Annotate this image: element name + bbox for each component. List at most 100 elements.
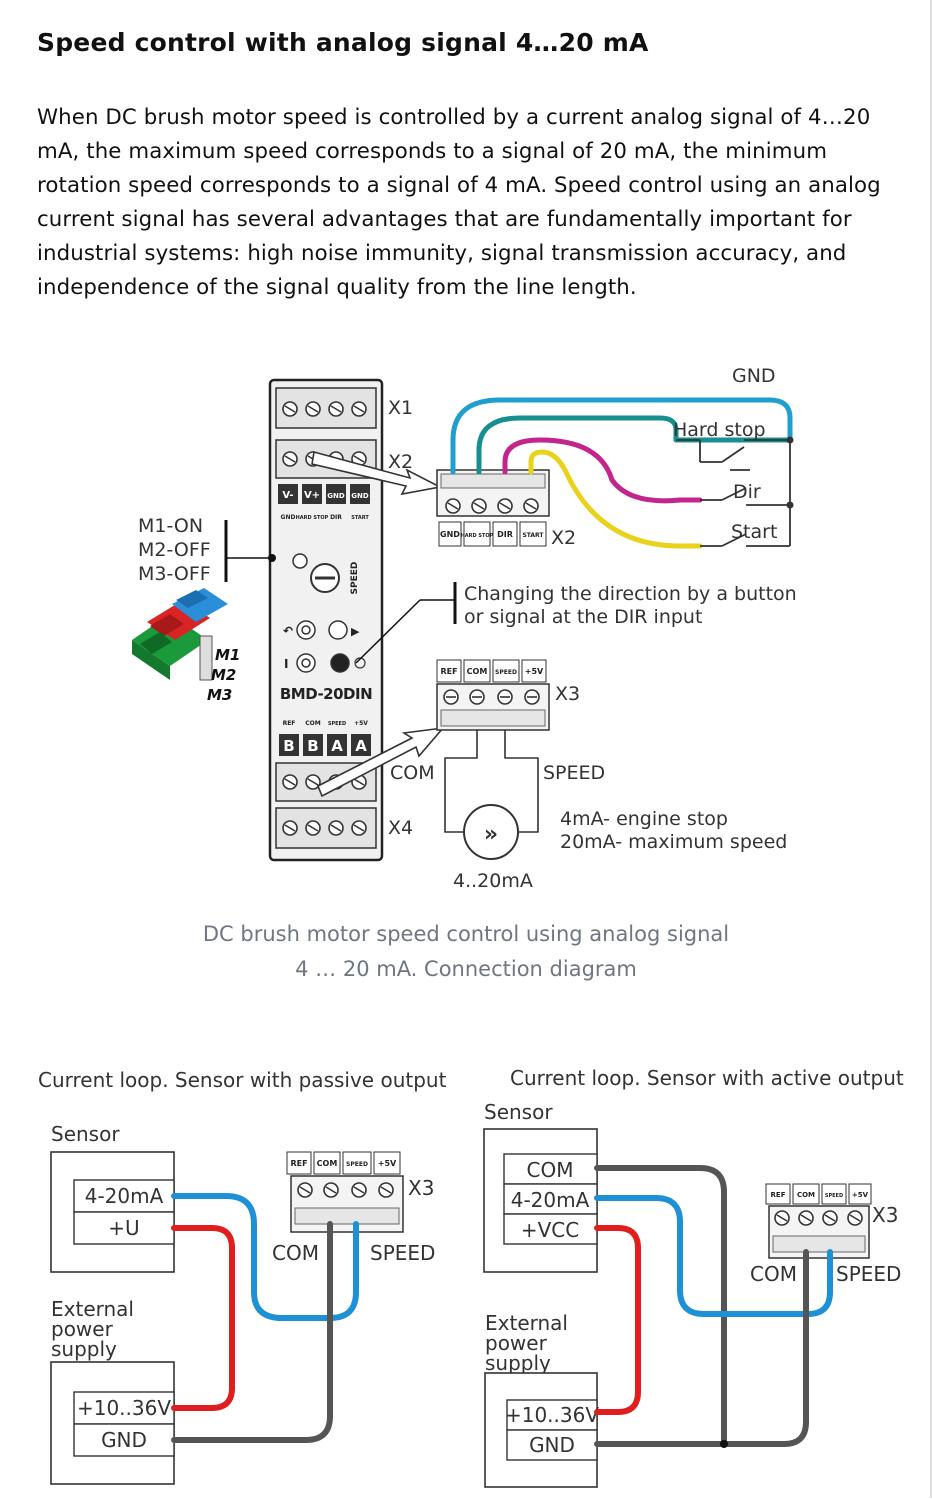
x2-pin-hard-stop: HARD STOP — [461, 533, 494, 539]
passive-supply-pin-v: +10..36V — [77, 1396, 171, 1420]
active-speed-label: SPEED — [836, 1262, 901, 1286]
x3-connector: REF COM SPEED +5V X3 — [436, 659, 580, 731]
main-connection-diagram: V- V+ GND GND GND HARD STOP DIR START SP… — [132, 365, 797, 892]
range-note-line2: 20mA- maximum speed — [560, 831, 787, 853]
figure-caption-line1: DC brush motor speed control using analo… — [202, 922, 730, 946]
active-signal-wire — [594, 1195, 833, 1317]
double-chevron-icon: » — [484, 822, 498, 847]
bmd-20din-device: V- V+ GND GND GND HARD STOP DIR START SP… — [268, 378, 384, 862]
device-x3-sublabel-1: REF — [283, 720, 296, 727]
gnd-wire-label: GND — [732, 365, 776, 387]
device-x2-label-1: V- — [282, 490, 293, 501]
switch-setting-m3: M3-OFF — [138, 563, 211, 585]
device-x2-sublabel-4: START — [351, 515, 369, 521]
passive-output-diagram: Current loop. Sensor with passive output… — [38, 1068, 447, 1485]
device-x3-sublabel-2: COM — [305, 720, 321, 727]
gnd-wire — [450, 397, 793, 475]
dir-wire — [502, 437, 703, 504]
passive-supply-wire — [171, 1225, 235, 1411]
active-supply-pin-gnd: GND — [529, 1433, 575, 1457]
active-output-diagram: Current loop. Sensor with active output … — [483, 1066, 904, 1488]
active-x3-connector: REF COM SPEED +5V X3 — [765, 1183, 898, 1259]
active-diagram-title: Current loop. Sensor with active output — [510, 1066, 904, 1090]
dir-label: Dir — [733, 481, 761, 503]
passive-x3-pin-5v: +5V — [378, 1159, 397, 1168]
device-x2-label-3: GND — [327, 492, 345, 500]
current-source-label: 4..20mA — [453, 870, 533, 892]
device-x2-sublabel-2: HARD STOP — [296, 515, 329, 521]
com-loop-wire — [444, 729, 478, 833]
passive-x3-pin-speed: SPEED — [346, 1161, 368, 1168]
direction-note-line2: or signal at the DIR input — [464, 606, 702, 628]
device-x3-label-4: A — [355, 737, 367, 755]
terminal-x4-label: X4 — [388, 817, 413, 839]
device-x3-label-2: B — [307, 737, 318, 755]
passive-supply-label-1: External — [51, 1297, 134, 1321]
x3-pin-ref: REF — [440, 667, 457, 676]
passive-signal-wire — [171, 1193, 359, 1321]
device-name: BMD-20DIN — [280, 685, 372, 703]
active-ground-junction — [720, 1440, 728, 1448]
com-loop-label: COM — [390, 762, 435, 784]
range-note-line1: 4mA- engine stop — [560, 808, 728, 830]
x2-pin-start: START — [522, 532, 544, 539]
device-x2-sublabel-3: DIR — [330, 514, 342, 521]
switch-name-m2: M2 — [211, 666, 236, 684]
switch-name-m1: M1 — [215, 646, 240, 664]
x2-connector-label: X2 — [551, 527, 576, 549]
figure-caption-line2: 4 … 20 mA. Connection diagram — [295, 957, 637, 981]
passive-diagram-title: Current loop. Sensor with passive output — [38, 1068, 447, 1092]
passive-supply-pin-gnd: GND — [101, 1428, 147, 1452]
switch-window — [292, 553, 308, 569]
active-supply-pin-v: +10..36V — [505, 1403, 599, 1427]
terminal-x2-label: X2 — [388, 451, 413, 473]
passive-supply-label-2: power — [51, 1317, 114, 1341]
active-ground-wire — [594, 1249, 809, 1447]
passive-x3-pin-com: COM — [317, 1159, 338, 1168]
passive-sensor-label: Sensor — [51, 1122, 120, 1146]
passive-x3-connector: REF COM SPEED +5V X3 — [286, 1151, 434, 1233]
x2-pin-dir: DIR — [497, 530, 513, 539]
current-source-icon — [463, 804, 519, 860]
speed-knob-label: SPEED — [350, 562, 360, 595]
zoom-arrow-x3 — [316, 726, 445, 798]
zoom-arrow-x2 — [311, 450, 443, 496]
play-pause-icon: ▶︎ — [351, 625, 360, 638]
x3-pin-com: COM — [467, 667, 488, 676]
reverse-icon: ↶ — [283, 624, 293, 638]
active-supply-wire — [594, 1225, 641, 1415]
active-sensor-com-wire — [594, 1165, 727, 1423]
start-wire — [528, 449, 703, 549]
active-supply-label-3: supply — [485, 1351, 551, 1375]
x2-pin-gnd: GND — [440, 530, 460, 539]
device-x2-label-2: V+ — [304, 490, 320, 501]
device-x2-label-4: GND — [351, 492, 369, 500]
speed-loop-label: SPEED — [543, 762, 605, 784]
passive-supply-label-3: supply — [51, 1337, 117, 1361]
reverse-button[interactable] — [296, 620, 316, 640]
power-button[interactable] — [296, 653, 316, 673]
dir-button[interactable] — [330, 653, 350, 673]
device-x3-sublabel-3: SPEED — [328, 721, 346, 727]
passive-x3-label: X3 — [408, 1176, 434, 1200]
x2-connector: GND HARD STOP DIR START X2 — [436, 469, 576, 549]
active-x3-pin-speed: SPEED — [825, 1193, 843, 1199]
passive-speed-label: SPEED — [370, 1241, 435, 1265]
active-supply-label-2: power — [485, 1331, 548, 1355]
dip-switch-illustration: M1 M2 M3 — [132, 588, 240, 704]
device-x3-sublabel-4: +5V — [354, 720, 368, 727]
active-sensor-pin-vcc: +VCC — [521, 1218, 579, 1242]
active-x3-pin-5v: +5V — [852, 1191, 869, 1199]
switch-setting-m1: M1-ON — [138, 515, 203, 537]
hard-stop-wire — [476, 415, 793, 475]
start-button[interactable] — [328, 620, 348, 640]
x3-pin-speed: SPEED — [495, 669, 517, 676]
active-sensor-label: Sensor — [484, 1100, 553, 1124]
passive-sensor-pin-u: +U — [108, 1216, 139, 1240]
article-title: Speed control with analog signal 4…20 mA — [37, 28, 649, 57]
active-sensor-pin-com: COM — [527, 1158, 574, 1182]
active-x3-pin-ref: REF — [771, 1191, 786, 1199]
active-supply-label-1: External — [485, 1311, 568, 1335]
